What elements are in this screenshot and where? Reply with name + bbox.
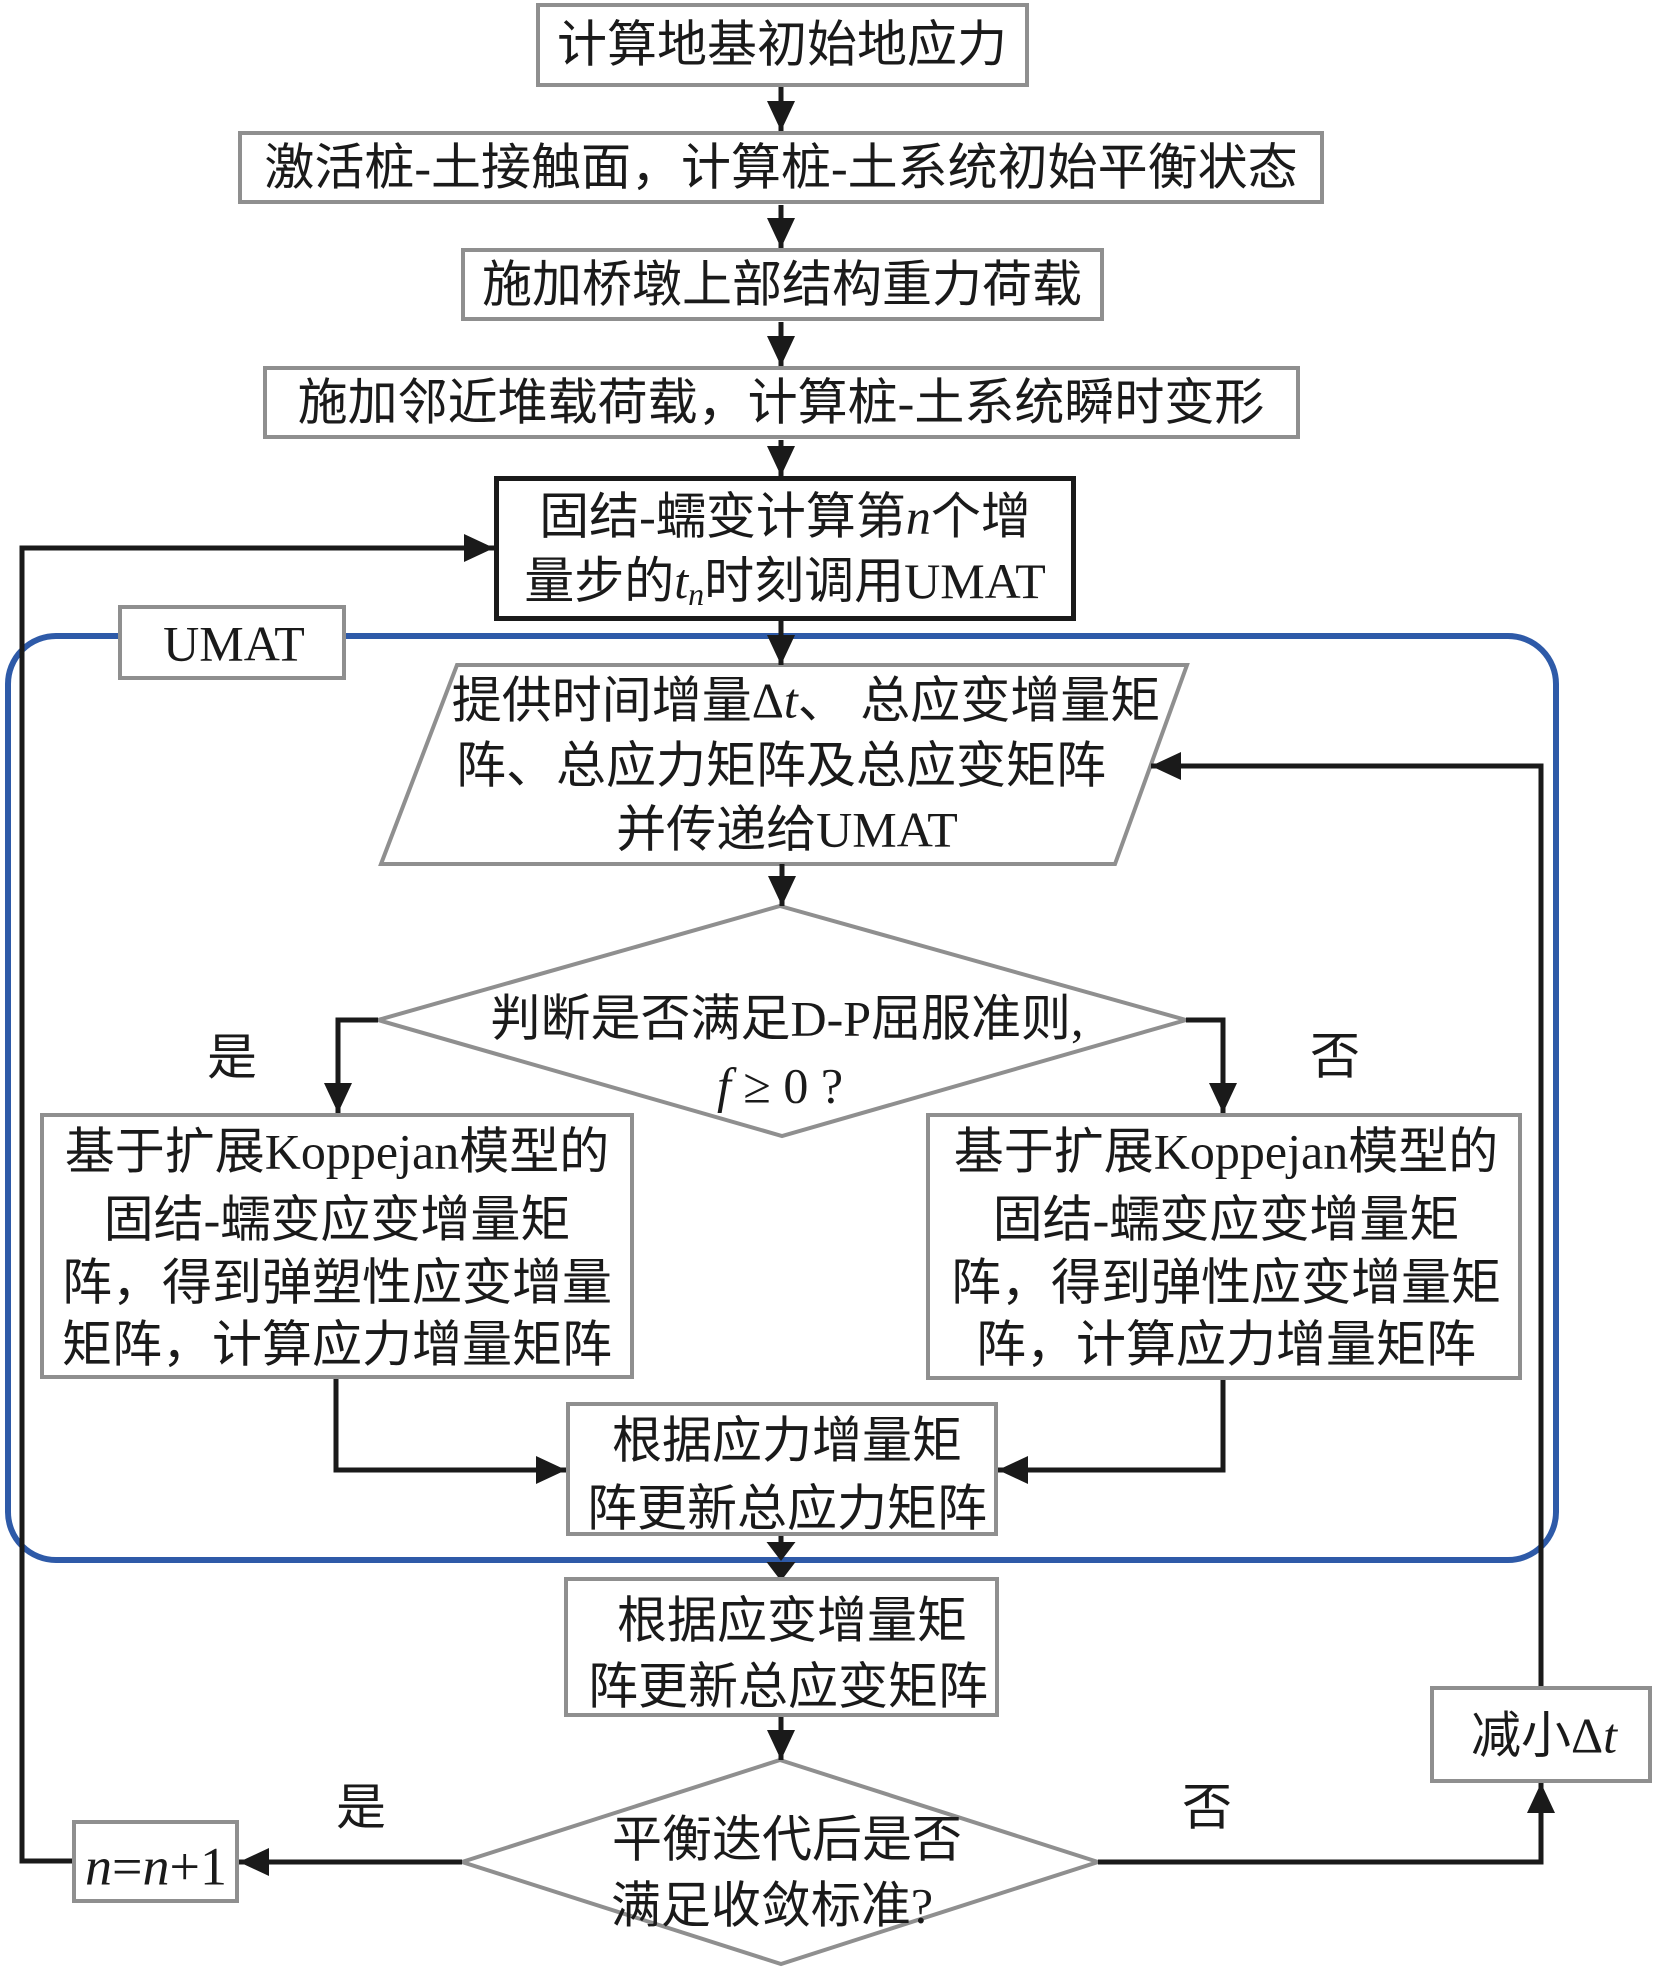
reduce-dt-time-var: t: [1603, 1707, 1618, 1764]
conv-yes-label: 是: [336, 1779, 386, 1836]
apply-pier-load-text: 施加桥墩上部结构重力荷载: [482, 256, 1082, 313]
node-elastic-branch: [926, 1113, 1522, 1380]
provide-increments-time-var: t: [783, 672, 798, 729]
conv-no-label: 否: [1182, 1779, 1232, 1836]
elastic-line1: 基于扩展Koppejan模型的: [953, 1123, 1499, 1180]
call-umat-time-subscript: n: [688, 575, 705, 612]
provide-increments-line2: 阵、总应力矩阵及总应变矩阵: [456, 737, 1106, 794]
node-update-total-stress: [566, 1402, 998, 1536]
edge-update-stress-arrowhead-upper: [766, 1542, 796, 1561]
elastoplastic-line3: 阵，得到弹塑性应变增量: [62, 1254, 612, 1311]
node-next-increment: [72, 1820, 239, 1903]
call-umat-text-line2: 量步的tn时刻调用UMAT: [524, 552, 1046, 612]
edge-reduce-dt-loop-to-provide: [1151, 752, 1544, 1686]
elastoplastic-line4: 矩阵，计算应力增量矩阵: [62, 1316, 612, 1373]
update-strain-line2: 阵更新总应变矩阵: [588, 1658, 988, 1715]
edges-group: [19, 87, 1555, 1876]
convergence-line1: 平衡迭代后是否: [612, 1811, 962, 1868]
elastoplastic-line2: 固结-蠕变应变增量矩: [103, 1191, 571, 1248]
dp-yield-check-shape: [370, 903, 1194, 1139]
node-activate-interface: [238, 131, 1324, 204]
dp-no-label: 否: [1310, 1028, 1360, 1085]
edge-update-stress-arrowhead-lower: [766, 1562, 796, 1581]
elastoplastic-line1: 基于扩展Koppejan模型的: [64, 1123, 610, 1180]
node-elastoplastic-branch: [40, 1113, 634, 1379]
edge-elastic-to-update-stress: [998, 1380, 1226, 1484]
init-stress-text: 计算地基初始地应力: [557, 16, 1007, 73]
reduce-dt-text: 减小Δt: [1470, 1707, 1618, 1764]
dp-yes-label: 是: [207, 1029, 257, 1086]
reduce-dt-pre: 减小Δ: [1470, 1707, 1604, 1764]
provide-increments-line1-post: 、 总应变增量矩: [797, 672, 1161, 729]
edge-next-increment-loop-to-call-umat: [19, 534, 494, 1864]
activate-interface-text: 激活桩-土接触面，计算桩-土系统初始平衡状态: [264, 139, 1298, 196]
update-stress-line1: 根据应力增量矩: [612, 1412, 962, 1469]
provide-increments-line3: 并传递给UMAT: [616, 801, 958, 858]
elastic-line2: 固结-蠕变应变增量矩: [992, 1191, 1460, 1248]
edge-elastoplastic-to-update-stress: [333, 1379, 566, 1484]
node-call-umat: [494, 476, 1076, 621]
edge-dp-no-to-elastic: [1186, 1017, 1237, 1113]
update-stress-line2: 阵更新总应力矩阵: [587, 1480, 987, 1537]
call-umat-text-line1: 固结-蠕变计算第n个增: [539, 488, 1031, 545]
provide-increments-shape: [378, 663, 1190, 866]
dp-yield-check-line1: 判断是否满足D-P屈服准则,: [490, 990, 1084, 1047]
call-umat-time-var: t: [674, 552, 689, 609]
call-umat-line2-pre: 量步的: [524, 552, 675, 609]
next-increment-plus-one: +1: [169, 1836, 227, 1897]
apply-surcharge-text: 施加邻近堆载荷载，计算桩-土系统瞬时变形: [297, 374, 1265, 431]
edge-conv-no-to-reduce-dt: [1098, 1783, 1555, 1865]
next-increment-text: n=n+1: [85, 1837, 227, 1896]
node-apply-pier-load: [461, 248, 1104, 321]
node-init-stress: [536, 3, 1029, 87]
call-umat-line2-post: 时刻调用UMAT: [704, 552, 1046, 609]
provide-increments-line1: 提供时间增量Δt、 总应变增量矩: [451, 672, 1161, 729]
dp-yield-condition: ≥ 0 ?: [730, 1057, 844, 1114]
dp-yield-check-line2: f ≥ 0 ?: [716, 1057, 844, 1114]
call-umat-step-var: n: [905, 488, 931, 545]
umat-region-label-box: [118, 605, 346, 680]
umat-region-label: UMAT: [163, 615, 305, 672]
next-increment-equals: =: [112, 1836, 143, 1897]
node-update-total-strain: [564, 1577, 999, 1717]
call-umat-line1-post: 个增: [930, 488, 1031, 545]
elastic-line4: 阵，计算应力增量矩阵: [976, 1316, 1476, 1373]
convergence-check-shape: [455, 1757, 1105, 1967]
update-strain-line1: 根据应变增量矩: [617, 1592, 967, 1649]
node-apply-surcharge: [263, 366, 1300, 439]
edge-dp-yes-to-elastoplastic: [324, 1017, 378, 1113]
next-increment-var-rhs: n: [142, 1836, 170, 1897]
dp-yield-function-var: f: [716, 1057, 731, 1114]
convergence-line2: 满足收敛标准?: [610, 1877, 934, 1934]
node-reduce-dt: [1430, 1686, 1652, 1783]
next-increment-var-lhs: n: [85, 1836, 113, 1897]
provide-increments-line1-pre: 提供时间增量Δ: [451, 672, 784, 729]
elastic-line3: 阵，得到弹性应变增量矩: [951, 1254, 1501, 1311]
call-umat-line1-pre: 固结-蠕变计算第: [539, 488, 906, 545]
